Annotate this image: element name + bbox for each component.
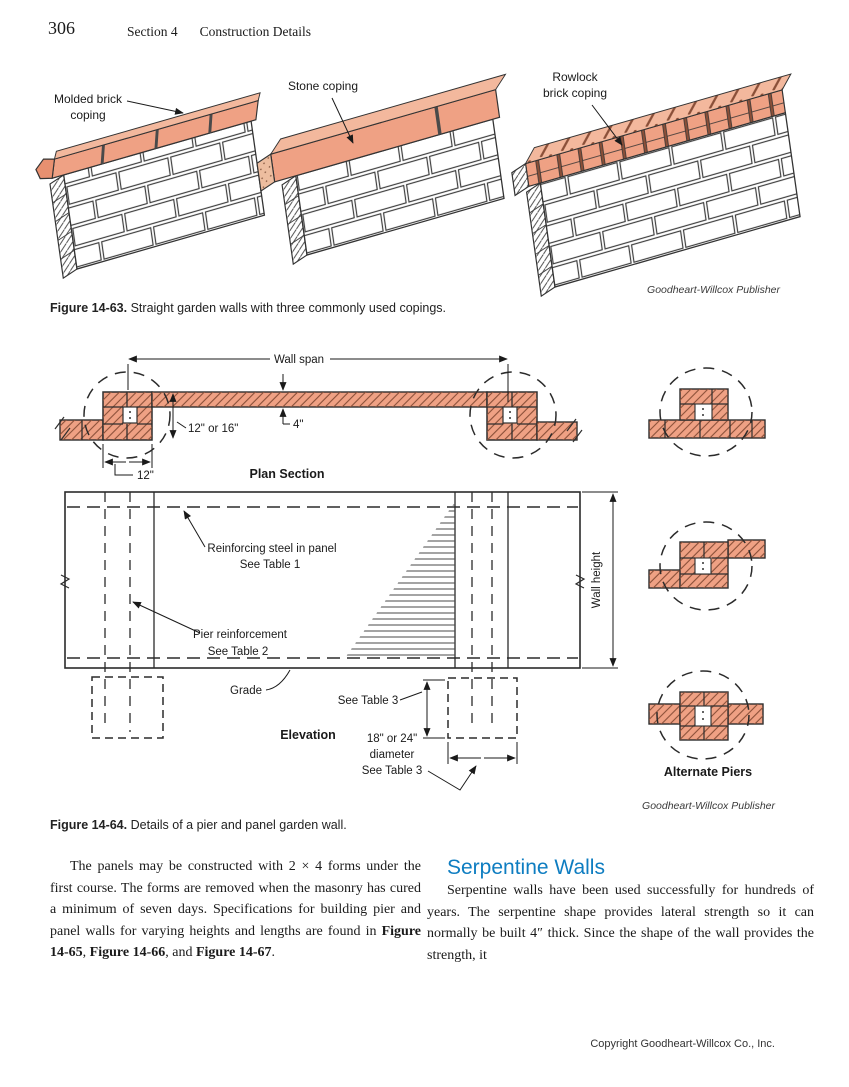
break-mark	[59, 574, 71, 589]
break-mark	[574, 574, 586, 589]
reinforcing-steel-label-line2: See Table 1	[240, 559, 301, 571]
pier-reinforcement-arrow	[132, 601, 201, 634]
label-rowlock-coping-line2: brick coping	[543, 86, 607, 100]
figure-63-credit: Goodheart-Willcox Publisher	[647, 284, 780, 296]
section-title: Construction Details	[199, 24, 311, 39]
figure-64-caption-label: Figure 14-64.	[50, 818, 128, 832]
left-column: The panels may be constructed with 2 × 4…	[50, 856, 421, 964]
pier-width-dimension: 12"	[102, 444, 154, 482]
page-number: 306	[48, 18, 75, 38]
plan-section: Wall span 4" 12" or 16" 12" Plan Section	[54, 354, 583, 482]
figure-64-caption-text: Details of a pier and panel garden wall.	[127, 818, 347, 832]
right-column-paragraph: Serpentine walls have been used successf…	[427, 883, 814, 963]
elevation-outline	[64, 491, 581, 669]
alternate-pier-c	[648, 670, 764, 760]
wall-molded-coping	[35, 92, 266, 280]
rowlock-coping-arrow	[591, 104, 623, 146]
alternate-piers: Alternate Piers	[648, 367, 766, 779]
pier-depth-label: 12" or 16"	[188, 423, 238, 435]
figure-14-64-diagram: Wall span 4" 12" or 16" 12" Plan Section	[54, 354, 775, 812]
figure-14-63-illustration: Molded brick coping Stone coping Rowlock…	[35, 70, 801, 298]
stone-coping-arrow	[331, 97, 354, 144]
right-footing	[447, 677, 518, 739]
plan-section-title: Plan Section	[249, 467, 324, 481]
grade-label: Grade	[230, 685, 262, 697]
pier-depth-dimension: 12" or 16"	[169, 393, 238, 439]
right-column: Serpentine Walls Serpentine walls have b…	[427, 856, 814, 966]
figure-63-caption-label: Figure 14-63.	[50, 301, 128, 315]
label-rowlock-coping-line1: Rowlock	[552, 70, 598, 84]
label-molded-coping-line1: Molded brick	[54, 92, 123, 106]
wall-stone-coping	[256, 73, 507, 266]
copyright-notice: Copyright Goodheart-Willcox Co., Inc.	[590, 1038, 775, 1050]
footing-diameter-label-line2: diameter	[370, 749, 415, 761]
figure-14-65-reference: Figure 14-65	[50, 923, 421, 961]
see-table-3-leader	[399, 691, 423, 701]
left-column-paragraph: The panels may be constructed with 2 × 4…	[50, 859, 421, 961]
figure-63-caption-text: Straight garden walls with three commonl…	[127, 301, 447, 315]
figure-14-66-reference: Figure 14-66	[89, 945, 166, 961]
wall-height-dimension: Wall height	[582, 491, 618, 669]
reinforcing-steel-label-line1: Reinforcing steel in panel	[207, 543, 336, 555]
label-stone-coping: Stone coping	[288, 79, 358, 93]
diameter-leader	[427, 765, 477, 791]
section-header: Section 4 Construction Details	[127, 24, 311, 40]
reinforcing-steel-arrow	[183, 510, 206, 548]
figure-64-credit: Goodheart-Willcox Publisher	[642, 800, 775, 812]
pier-reinforcement-label-line1: Pier reinforcement	[193, 629, 288, 641]
pier-width-label: 12"	[137, 470, 154, 482]
grade-leader	[265, 669, 291, 691]
footing-width-dimension	[447, 742, 518, 764]
wall-span-label: Wall span	[274, 354, 324, 366]
pier-circle	[83, 371, 171, 459]
section-label: Section 4	[127, 24, 178, 39]
plan-right-pier	[486, 391, 538, 441]
footing-diameter-label-line1: 18" or 24"	[367, 733, 417, 745]
wall-height-label: Wall height	[591, 551, 603, 608]
alternate-pier-b	[648, 521, 766, 611]
alternate-pier-a	[648, 367, 766, 457]
elevation-title: Elevation	[280, 728, 336, 742]
figure-64-caption: Figure 14-64. Details of a pier and pane…	[50, 818, 610, 832]
plan-left-pier	[102, 391, 153, 441]
pier-reinforcement-label-line2: See Table 2	[208, 646, 269, 658]
pier-circle	[469, 371, 557, 459]
figure-14-67-reference: Figure 14-67	[195, 945, 272, 961]
wall-thickness-label: 4"	[293, 419, 303, 431]
wall-span-dimension: Wall span	[127, 354, 509, 402]
footing-depth-dimension	[423, 679, 445, 739]
elevation-view: Wall height Reinforcing steel in panel S…	[59, 491, 618, 791]
serpentine-walls-heading: Serpentine Walls	[447, 856, 605, 879]
break-mark	[566, 418, 583, 443]
alternate-piers-label: Alternate Piers	[664, 765, 752, 779]
figure-63-caption: Figure 14-63. Straight garden walls with…	[50, 301, 610, 315]
see-table-3-label: See Table 3	[338, 695, 399, 707]
molded-coping-arrow	[126, 100, 184, 115]
wall-rowlock-coping	[511, 73, 801, 298]
left-footing	[91, 676, 164, 739]
footing-diameter-label-line3: See Table 3	[362, 765, 423, 777]
break-mark	[54, 416, 71, 441]
label-molded-coping-line2: coping	[70, 108, 105, 122]
wall-thickness-dimension: 4"	[279, 374, 303, 431]
